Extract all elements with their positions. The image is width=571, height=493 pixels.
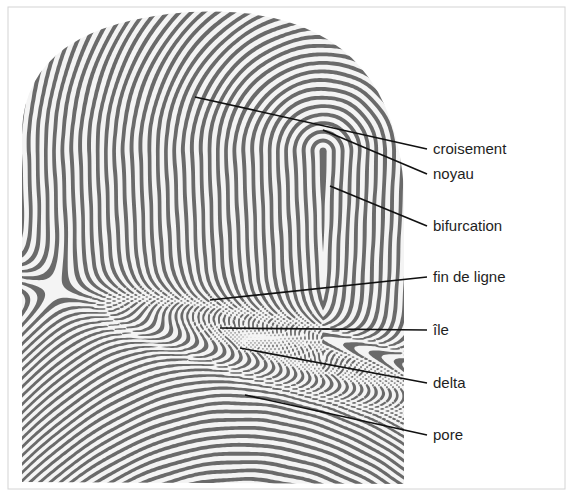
ridge-pattern	[0, 0, 420, 490]
leader-line	[210, 277, 427, 300]
leader-line	[323, 130, 427, 174]
part-label: croisement	[433, 140, 506, 158]
part-label: delta	[433, 374, 466, 392]
fingerprint-ridges	[0, 0, 420, 490]
part-label: noyau	[433, 165, 474, 183]
leader-line	[245, 395, 427, 435]
leader-line	[195, 97, 427, 149]
leader-line	[220, 328, 427, 330]
leader-line	[330, 186, 427, 226]
leader-line	[240, 348, 427, 383]
part-label: bifurcation	[433, 217, 502, 235]
part-label: île	[433, 321, 449, 339]
part-label: pore	[433, 426, 463, 444]
leader-lines	[195, 97, 427, 435]
part-label: fin de ligne	[433, 268, 506, 286]
